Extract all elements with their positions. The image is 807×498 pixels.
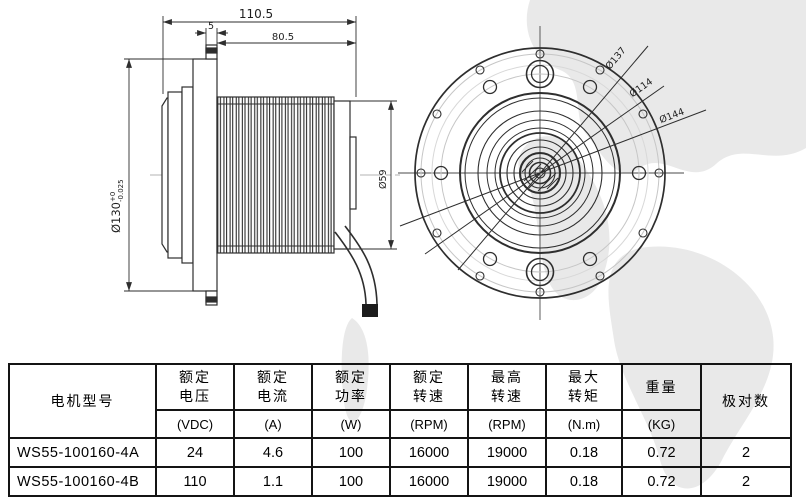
flange-seal-bottom [205,296,218,303]
body-rings [459,92,621,254]
unit-row: (VDC) (A) (W) (RPM) (RPM) (N.m) (KG) [9,409,791,439]
screw-hole-circle [420,53,660,293]
bolt-holes [433,79,647,267]
dim-step-width-label: 5 [208,21,214,32]
value-cell: 0.18 [545,437,623,468]
flange-seal-top [205,47,218,54]
dim-flange-dia-tol-upper: +0 [109,192,117,202]
dim-body-length-label: 80.5 [272,32,294,43]
side-view-drawing [150,44,400,317]
front-leader-lines [399,45,707,271]
dim-overall-length-label: 110.5 [239,7,273,21]
col-header-rated-speed: 额定 转速 [389,363,469,411]
model-cell: WS55-100160-4B [8,466,157,497]
col-header-max-speed: 最高 转速 [467,363,547,411]
rear-cap [333,100,351,250]
watermark-blob-central [518,136,610,301]
hub-step-2 [167,91,183,259]
value-cell: 0.18 [545,466,623,497]
unit-max-torque: (N.m) [545,409,623,439]
col-header-weight: 重量 [621,363,702,411]
unit-max-speed: (RPM) [467,409,547,439]
value-cell: 0.72 [621,437,702,468]
motor-spec-table: 电机型号 额定 电压 额定 电流 额定 功率 额定 转速 最高 转速 最大 转矩… [8,363,792,497]
side-view-dimensions [124,16,397,292]
watermark-blob-north [470,0,806,173]
screw-holes [416,49,664,297]
value-cell: 0.72 [621,466,702,497]
hub-step-front [161,97,169,253]
value-cell: 16000 [389,437,469,468]
col-header-rated-voltage: 额定 电压 [155,363,235,411]
dim-screw-circle-label: Ø137 [604,45,629,72]
front-view-dim-labels: Ø137 Ø114 Ø144 [604,45,686,126]
dim-flange-dia-tol-lower: -0.025 [117,179,125,202]
cable-tip [362,304,378,317]
unit-rated-power: (W) [311,409,391,439]
col-header-rated-power: 额定 功率 [311,363,391,411]
motor-drawing: 110.5 5 80.5 Ø130 +0 -0.025 Ø59 [109,7,707,320]
value-cell: 100 [311,466,391,497]
flange-plate [192,58,218,292]
dim-rear-dia-label: Ø59 [378,169,389,189]
counterbore-holes [525,59,555,287]
col-header-rated-current: 额定 电流 [233,363,313,411]
col-header-model: 电机型号 [8,363,157,439]
table-row-4a: WS55-100160-4A 24 4.6 100 16000 19000 0.… [8,437,792,468]
dim-bolt-circle-label: Ø114 [628,76,655,100]
value-cell: 16000 [389,466,469,497]
unit-rated-voltage: (VDC) [155,409,235,439]
dim-flange-dia-label: Ø130 [109,202,123,233]
value-cell: 2 [700,437,792,468]
leader-bolt-circle [424,85,665,255]
value-cell: 24 [155,437,235,468]
hub-step-3 [181,86,194,264]
front-view-drawing [398,26,707,320]
header-row: 电机型号 额定 电压 额定 电流 额定 功率 额定 转速 最高 转速 最大 转矩… [8,363,792,439]
leader-screw-circle [457,45,649,271]
rear-boss [349,136,357,210]
value-cell: 2 [700,466,792,497]
value-cell: 1.1 [233,466,313,497]
value-cell: 19000 [467,466,547,497]
value-cell: 19000 [467,437,547,468]
bolt-circle [440,73,640,273]
table-row-4b: WS55-100160-4B 110 1.1 100 16000 19000 0… [8,466,792,497]
flange-outer-circle [414,47,666,299]
value-cell: 100 [311,437,391,468]
unit-weight: (KG) [621,409,702,439]
fin-body [216,96,335,254]
value-cell: 4.6 [233,437,313,468]
cable-outer-edge [344,225,378,305]
side-view-dim-labels: 110.5 5 80.5 Ø130 +0 -0.025 Ø59 [109,7,389,233]
unit-rated-current: (A) [233,409,313,439]
cable-inner-edge [334,231,367,305]
unit-rated-speed: (RPM) [389,409,469,439]
model-cell: WS55-100160-4A [8,437,157,468]
leader-outer-dia [399,109,707,227]
value-cell: 110 [155,466,235,497]
col-header-pole-pairs: 极对数 [700,363,792,439]
col-header-max-torque: 最大 转矩 [545,363,623,411]
